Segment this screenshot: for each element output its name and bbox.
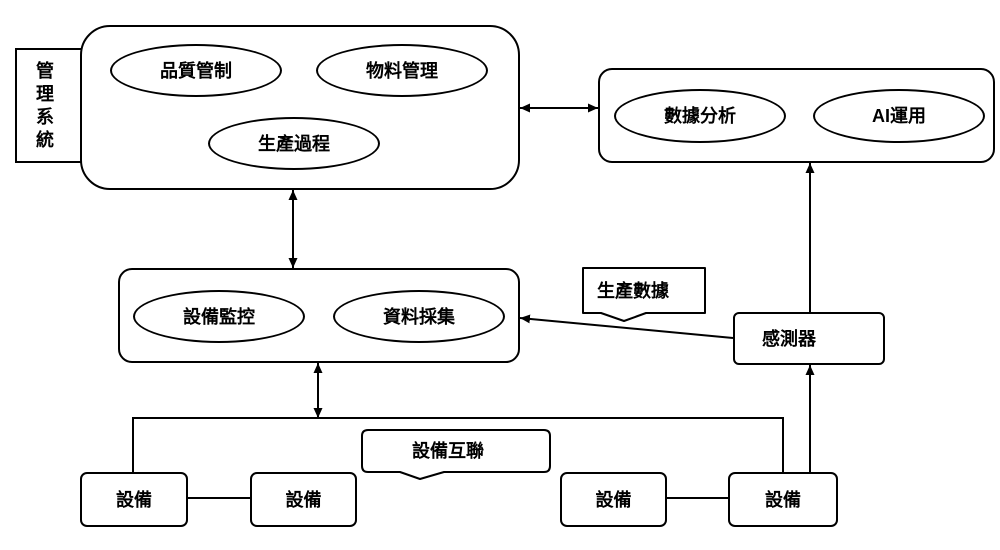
- material-management-node: 物料管理: [316, 44, 488, 97]
- equipment-box: 設備: [80, 472, 188, 527]
- equipment-interconnect-callout-text: 設備互聯: [362, 430, 550, 472]
- data-analysis-label: 數據分析: [664, 106, 736, 126]
- management-system-tab: 管理系統: [15, 48, 85, 163]
- ai-application-label: AI運用: [872, 106, 926, 126]
- equipment-box: 設備: [250, 472, 357, 527]
- equipment-label: 設備: [765, 489, 801, 510]
- monitoring-panel: 設備監控 資料採集: [118, 268, 520, 363]
- production-data-callout-text: 生產數據: [583, 268, 705, 313]
- data-collection-node: 資料採集: [333, 290, 505, 343]
- equipment-box: 設備: [560, 472, 667, 527]
- management-system-panel: 品質管制 物料管理 生產過程: [80, 25, 520, 190]
- equipment-monitoring-node: 設備監控: [133, 290, 305, 343]
- quality-control-node: 品質管制: [110, 44, 282, 97]
- management-system-label: 管理系統: [36, 60, 54, 150]
- ai-application-node: AI運用: [813, 89, 985, 143]
- data-collection-label: 資料採集: [383, 306, 455, 327]
- equipment-monitoring-label: 設備監控: [183, 306, 255, 327]
- equipment-interconnect-label: 設備互聯: [412, 441, 484, 461]
- analytics-panel: 數據分析 AI運用: [598, 68, 995, 163]
- sensor-box: 感測器: [733, 312, 885, 365]
- equipment-label: 設備: [285, 489, 322, 510]
- material-management-label: 物料管理: [366, 60, 438, 81]
- sensor-to-monitoring-arrow: [519, 314, 734, 339]
- production-process-node: 生產過程: [208, 117, 380, 170]
- equipment-label: 設備: [116, 489, 152, 510]
- sensor-label: 感測器: [762, 328, 816, 349]
- data-analysis-node: 數據分析: [614, 89, 786, 143]
- quality-control-label: 品質管制: [160, 60, 232, 81]
- production-data-label: 生產數據: [597, 280, 669, 301]
- equipment-box: 設備: [728, 472, 838, 527]
- production-process-label: 生產過程: [258, 133, 330, 154]
- equipment-label: 設備: [595, 489, 632, 510]
